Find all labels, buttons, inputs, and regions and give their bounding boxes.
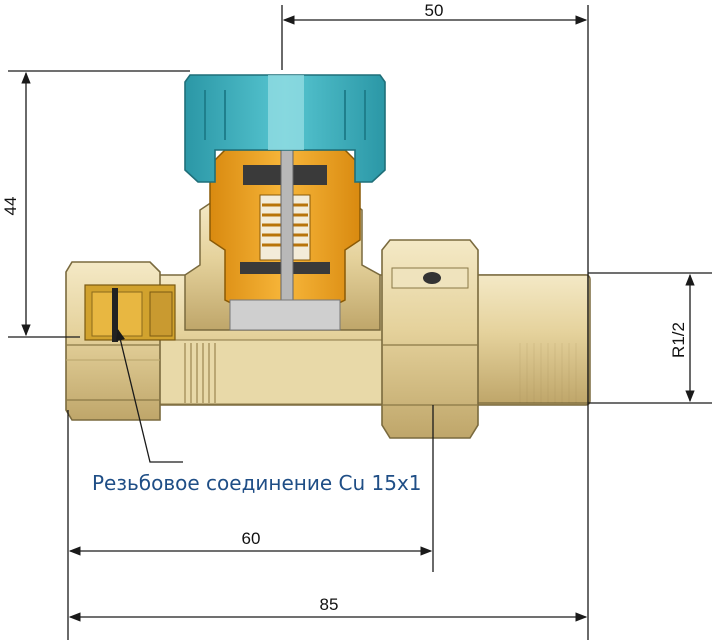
callout-label: Резьбовое соединение Cu 15x1 [92, 471, 422, 495]
callout-leader [115, 328, 183, 463]
dimension-lines [8, 5, 712, 640]
body-bore [149, 339, 391, 405]
left-compression-nut [65, 261, 176, 421]
dim-label-85: 85 [320, 595, 339, 614]
union-nut [381, 239, 479, 439]
dim-label-44: 44 [1, 197, 20, 216]
dim-label-50: 50 [425, 1, 444, 20]
dim-label-r12: R1/2 [669, 322, 688, 358]
protective-cap [184, 74, 386, 183]
left-thread [184, 343, 216, 403]
dim-label-60: 60 [242, 529, 261, 548]
right-tailpiece [469, 274, 589, 404]
valve-insert [209, 119, 361, 331]
